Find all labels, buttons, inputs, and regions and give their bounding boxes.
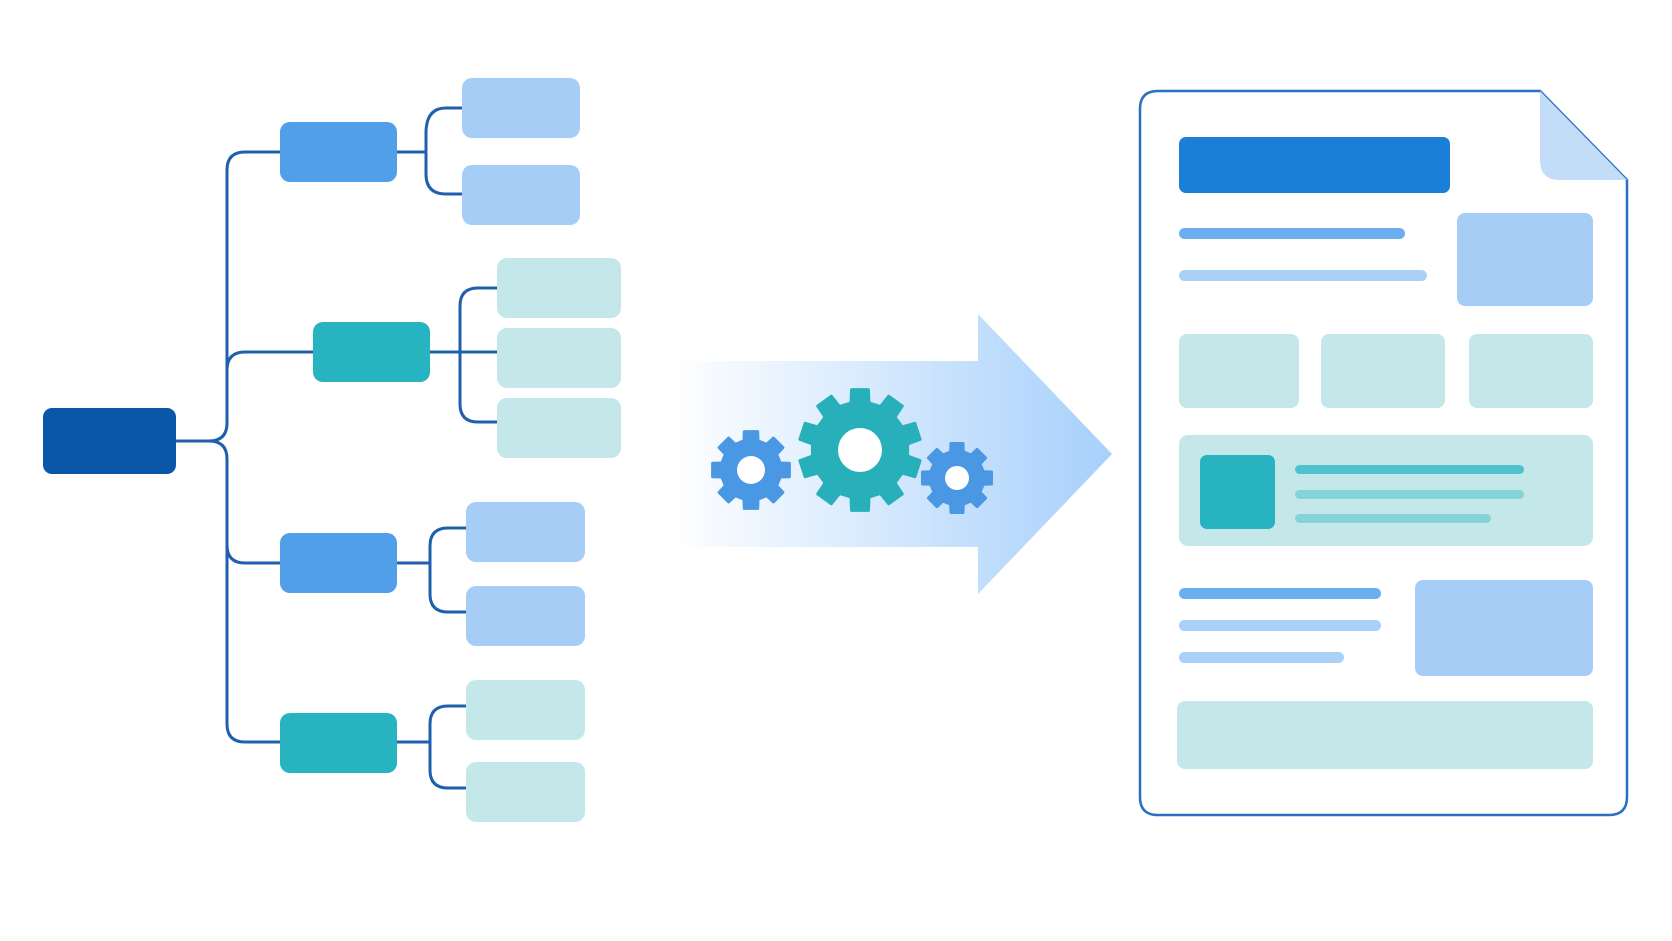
doc-text-line: [1295, 490, 1524, 499]
gear-hole: [737, 456, 765, 484]
tree-connectors: [174, 106, 499, 790]
doc-card: [1469, 334, 1593, 408]
doc-text-line: [1295, 514, 1491, 523]
doc-image-block: [1415, 580, 1593, 676]
gears-group: [711, 388, 993, 514]
leaf-node-1-1: [462, 78, 580, 138]
branch-node-2: [313, 322, 430, 382]
doc-card: [1179, 334, 1299, 408]
leaf-nodes: [462, 78, 621, 822]
gear-hole: [838, 428, 882, 472]
branch-node-4: [280, 713, 397, 773]
leaf-node-2-3: [497, 398, 621, 458]
leaf-node-1-2: [462, 165, 580, 225]
leaf-node-2-1: [497, 258, 621, 318]
leaf-node-2-2: [497, 328, 621, 388]
root-node: [43, 408, 176, 474]
doc-header-bar: [1179, 137, 1450, 193]
document-fold: [1540, 91, 1627, 180]
doc-text-line: [1179, 270, 1427, 281]
doc-card: [1321, 334, 1445, 408]
gear-hole: [945, 466, 969, 490]
doc-image-block: [1457, 213, 1593, 306]
doc-text-line: [1179, 228, 1405, 239]
doc-text-line: [1295, 465, 1524, 474]
doc-text-line: [1179, 588, 1381, 599]
leaf-node-4-2: [466, 762, 585, 822]
doc-text-line: [1179, 652, 1344, 663]
doc-footer-bar: [1177, 701, 1593, 769]
connector-branch-2: [225, 350, 317, 372]
branch-node-1: [280, 122, 397, 182]
branch-node-3: [280, 533, 397, 593]
leaf-node-3-2: [466, 586, 585, 646]
document-icon: [1138, 89, 1629, 817]
connector-root: [174, 150, 284, 443]
connector-branch-3: [225, 543, 284, 565]
doc-feature-thumb: [1200, 455, 1275, 529]
leaf-node-3-1: [466, 502, 585, 562]
doc-text-line: [1179, 620, 1381, 631]
connector-trunk-lower: [207, 439, 284, 744]
leaf-node-4-1: [466, 680, 585, 740]
